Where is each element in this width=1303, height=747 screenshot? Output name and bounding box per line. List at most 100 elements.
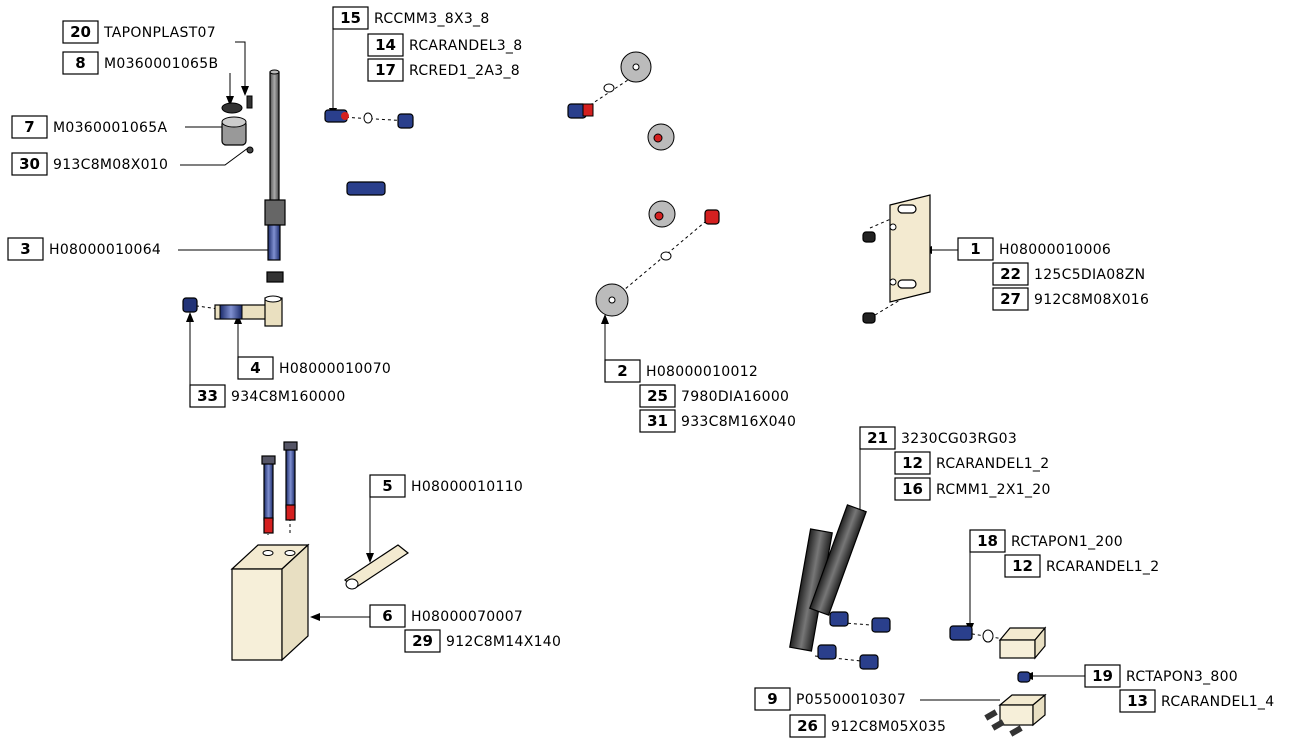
callout-4-h08000010070: 4 H08000010070 (237, 356, 391, 380)
callout-number-box (754, 687, 791, 711)
callout-number-box (237, 356, 274, 380)
left-assembly (182, 69, 286, 327)
callout-code: M0360001065A (53, 120, 167, 136)
callout-code: 933C8M16X040 (681, 414, 796, 430)
callout-code: RCARANDEL1_2 (936, 456, 1049, 472)
callout-number: 22 (1000, 265, 1021, 283)
callout-number: 21 (867, 429, 888, 447)
callout-12-rcarandel1_2: 12 RCARANDEL1_2 (1004, 554, 1159, 578)
callout-30-913c8m08x010: 30 913C8M08X010 (11, 152, 168, 176)
callout-number-box (957, 237, 994, 261)
callout-number: 19 (1092, 667, 1113, 685)
callout-16-rcmm1_2x1_20: 16 RCMM1_2X1_20 (894, 477, 1051, 501)
hose-assembly (789, 504, 891, 670)
callout-number-box (369, 604, 406, 628)
callout-code: H08000070007 (411, 609, 523, 625)
callout-number: 3 (20, 240, 30, 258)
callout-5-h08000010110: 5 H08000010110 (369, 474, 523, 498)
callout-7-m0360001065a: 7 M0360001065A (11, 115, 167, 139)
callout-code: H08000010012 (646, 364, 758, 380)
callout-number: 12 (1012, 557, 1033, 575)
callout-number-box (894, 477, 931, 501)
callout-code: RCCMM3_8X3_8 (374, 11, 490, 27)
callout-code: RCTAPON1_200 (1011, 534, 1123, 550)
callout-number-box (11, 152, 48, 176)
callout-number: 8 (75, 54, 85, 72)
callout-number-box (969, 529, 1006, 553)
pin-part (343, 544, 410, 590)
callout-number-box (62, 51, 99, 75)
callout-labels: 20 TAPONPLAST07 8 M0360001065B 7 M0360001065A… (7, 6, 1274, 738)
callout-code: RCARANDEL1_4 (1161, 694, 1274, 710)
callout-number-box (789, 714, 826, 738)
callout-number: 5 (382, 477, 392, 495)
callout-code: 934C8M160000 (231, 389, 346, 405)
callout-code: 912C8M05X035 (831, 719, 946, 735)
callout-number-box (894, 451, 931, 475)
callout-number-box (1119, 689, 1156, 713)
callout-number-box (332, 6, 369, 30)
callout-number-box (367, 33, 404, 57)
callout-number-box (859, 426, 896, 450)
callout-code: H08000010070 (279, 361, 391, 377)
callout-20-taponplast07: 20 TAPONPLAST07 (62, 20, 216, 44)
callout-27-912c8m08x016: 27 912C8M08X016 (992, 287, 1149, 311)
callout-9-p05500010307: 9 P05500010307 (754, 687, 906, 711)
callout-number: 13 (1127, 692, 1148, 710)
leader-arrowheads (186, 86, 1033, 680)
callout-code: RCARANDEL1_2 (1046, 559, 1159, 575)
callout-13-rcarandel1_4: 13 RCARANDEL1_4 (1119, 689, 1274, 713)
manifold-assembly (949, 625, 1047, 737)
callout-15-rccmm3_8x3_8: 15 RCCMM3_8X3_8 (332, 6, 490, 30)
callout-code: RCTAPON3_800 (1126, 669, 1238, 685)
callout-number: 4 (250, 359, 260, 377)
callout-number: 30 (19, 155, 40, 173)
callout-number-box (1004, 554, 1041, 578)
callout-number: 17 (375, 61, 396, 79)
callout-number: 9 (767, 690, 777, 708)
callout-code: 912C8M14X140 (446, 634, 561, 650)
callout-number: 20 (70, 23, 91, 41)
callout-code: P05500010307 (796, 692, 906, 708)
callout-number-box (369, 474, 406, 498)
callout-code: H08000010110 (411, 479, 523, 495)
callout-number-box (11, 115, 48, 139)
callout-code: RCRED1_2A3_8 (409, 63, 520, 79)
callout-number: 7 (24, 118, 34, 136)
callout-number-box (639, 384, 676, 408)
callout-3-h08000010064: 3 H08000010064 (7, 237, 161, 261)
callout-code: 913C8M08X010 (53, 157, 168, 173)
callout-number: 16 (902, 480, 923, 498)
callout-code: H08000010006 (999, 242, 1111, 258)
callout-number: 1 (970, 240, 980, 258)
callout-19-rctapon3_800: 19 RCTAPON3_800 (1084, 664, 1238, 688)
callout-code: RCARANDEL3_8 (409, 38, 522, 54)
disc-assembly (567, 51, 720, 317)
callout-number: 27 (1000, 290, 1021, 308)
callout-number: 29 (412, 632, 433, 650)
fittings-group-top (324, 109, 414, 196)
callout-number: 15 (340, 9, 361, 27)
callout-code: 3230CG03RG03 (901, 431, 1017, 447)
callout-code: TAPONPLAST07 (103, 25, 216, 41)
callout-number-box (604, 359, 641, 383)
callout-number: 18 (977, 532, 998, 550)
callout-code: H08000010064 (49, 242, 161, 258)
callout-code: 912C8M08X016 (1034, 292, 1149, 308)
callout-number-box (189, 384, 226, 408)
callout-code: RCMM1_2X1_20 (936, 482, 1051, 498)
callout-number-box (639, 409, 676, 433)
callout-code: M0360001065B (104, 56, 218, 72)
callout-number-box (992, 287, 1029, 311)
block-assembly (230, 441, 310, 662)
callout-17-rcred1_2a3_8: 17 RCRED1_2A3_8 (367, 58, 520, 82)
callout-number-box (404, 629, 441, 653)
